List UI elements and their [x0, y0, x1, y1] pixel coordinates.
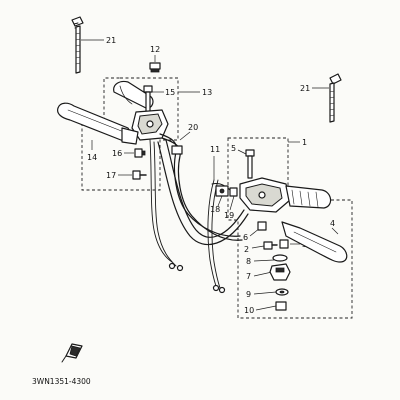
- part-3-pivot: [279, 239, 289, 249]
- right-switch-housing: [239, 177, 291, 213]
- reference-marker-icon: [61, 343, 83, 363]
- callout-20: 20: [188, 123, 198, 132]
- part-6-bolt: [257, 221, 267, 231]
- part-21-screw-right: [329, 73, 342, 123]
- callout-6: 6: [243, 233, 248, 242]
- callout-16: 16: [112, 149, 122, 158]
- callout-4: 4: [330, 219, 335, 228]
- part-2-bolt: [263, 241, 278, 250]
- callout-1: 1: [302, 138, 307, 147]
- part-20-cable: [149, 133, 243, 272]
- callout-14: 14: [87, 153, 97, 162]
- callout-10: 10: [244, 306, 254, 315]
- callout-19: 19: [224, 211, 234, 220]
- part-18-switch: [215, 185, 229, 197]
- callout-15: 15: [165, 88, 175, 97]
- part-16-bolt: [134, 148, 146, 158]
- right-grip: [285, 185, 332, 209]
- callout-7: 7: [246, 272, 251, 281]
- part-12-cap: [149, 62, 161, 73]
- callout-9: 9: [246, 290, 251, 299]
- callout-18: 18: [210, 205, 220, 214]
- group-box-1: [227, 137, 353, 319]
- callout-21-left: 21: [106, 36, 116, 45]
- diagram-code: 3WN1351-4300: [32, 377, 91, 386]
- part-21-screw-left: [71, 16, 84, 74]
- callout-21-right: 21: [300, 84, 310, 93]
- part-10-nut: [275, 301, 287, 311]
- callout-2: 2: [244, 245, 249, 254]
- callout-5: 5: [231, 144, 236, 153]
- handlebar-tube: [157, 139, 249, 245]
- callout-17: 17: [106, 171, 116, 180]
- callout-13: 13: [202, 88, 212, 97]
- part-14-lever: [57, 102, 139, 145]
- part-5-screw: [245, 149, 255, 179]
- part-19-screw: [229, 187, 238, 197]
- callout-8: 8: [246, 257, 251, 266]
- part-11-wire-harness: [207, 179, 231, 294]
- part-4-lever: [281, 221, 348, 263]
- part-9-washer: [275, 288, 289, 296]
- part-8-spacer: [272, 254, 288, 262]
- part-7-switch-plunger: [269, 263, 291, 281]
- callout-12: 12: [150, 45, 160, 54]
- group-box-13: [81, 77, 179, 191]
- callout-11: 11: [210, 145, 220, 154]
- part-17-screw: [132, 170, 147, 180]
